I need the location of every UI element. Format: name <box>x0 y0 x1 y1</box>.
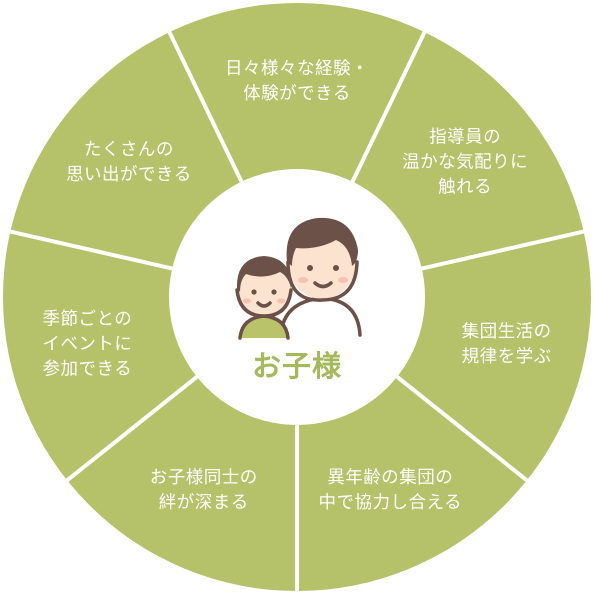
segment-label-line: 絆が深まる <box>158 492 249 513</box>
segment-label-line: 体験ができる <box>243 84 351 104</box>
segment-label-line: お子様同士の <box>149 467 258 488</box>
segment-label: 日々様々な経験・体験ができる <box>225 57 369 107</box>
segment-label-line: 思い出ができる <box>66 164 192 185</box>
segment-label-line: たくさんの <box>83 139 174 160</box>
segment-divider <box>348 27 429 187</box>
segment-label-line: 規律を学ぶ <box>461 346 552 367</box>
segment-label-line: 日々様々な経験・ <box>225 59 369 79</box>
segment-label: たくさんの思い出ができる <box>66 138 192 188</box>
segment-label: 指導員の温かな気配りに触れる <box>402 125 528 200</box>
segment-label-line: 集団生活の <box>461 321 552 342</box>
segment-label-line: 触れる <box>438 177 493 198</box>
segment-divider <box>62 372 202 485</box>
segment-divider <box>392 372 532 485</box>
segment-label: 季節ごとのイベントに参加できる <box>42 307 132 382</box>
segment-label-line: 季節ごとの <box>42 309 133 330</box>
center-title: お子様 <box>251 349 343 383</box>
segment-label-line: 指導員の <box>429 127 502 148</box>
child-figure <box>235 256 293 340</box>
segment-divider <box>6 228 177 272</box>
segment-label-line: 参加できる <box>42 359 133 380</box>
segment-label-line: 中で協力し合える <box>318 492 463 513</box>
segment-label-line: イベントに <box>42 334 133 355</box>
adult-figure <box>279 217 362 337</box>
segment-divider <box>417 228 588 272</box>
center-hub <box>169 169 425 425</box>
segment-label: 異年齢の集団の中で協力し合える <box>319 466 462 516</box>
segment-divider <box>165 27 246 187</box>
segment-label-line: 温かな気配りに <box>402 152 529 173</box>
segment-dividers <box>6 27 588 594</box>
parent-and-child-icon <box>235 217 362 340</box>
segment-label-line: 異年齢の集団の <box>327 467 454 488</box>
segment-label: お子様同士の絆が深まる <box>150 466 258 516</box>
segment-label: 集団生活の規律を学ぶ <box>462 320 552 370</box>
